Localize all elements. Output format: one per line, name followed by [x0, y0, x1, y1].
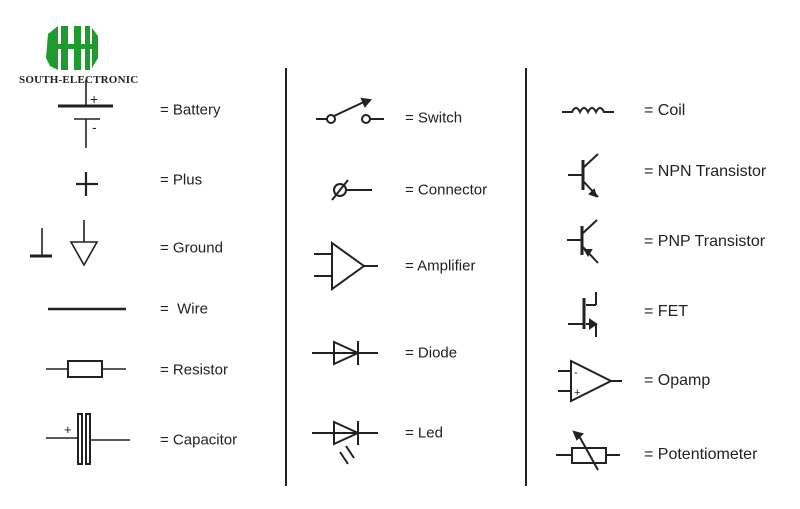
npn-transistor-icon	[568, 153, 599, 198]
svg-text:-: -	[92, 119, 97, 135]
coil-icon	[562, 107, 614, 115]
label-npn-transistor: = NPN Transistor	[644, 163, 767, 180]
label-potentiometer: = Potentiometer	[644, 446, 758, 463]
battery-icon: + -	[58, 80, 113, 148]
fet-icon	[568, 292, 598, 337]
label-resistor: = Resistor	[160, 361, 228, 379]
label-led: = Led	[405, 424, 443, 442]
label-switch: = Switch	[405, 109, 463, 127]
logo-icon	[46, 26, 98, 70]
potentiometer-icon	[556, 430, 620, 471]
label-opamp: = Opamp	[644, 372, 711, 389]
capacitor-icon: +	[46, 413, 130, 465]
label-amplifier: = Amplifier	[405, 257, 476, 275]
label-capacitor: = Capacitor	[160, 431, 238, 449]
plus-icon	[76, 172, 98, 196]
ground-icon	[30, 220, 99, 267]
label-diode: = Diode	[405, 344, 458, 362]
resistor-icon	[46, 360, 126, 378]
label-plus: = Plus	[160, 171, 203, 189]
svg-text:-: -	[574, 367, 578, 379]
switch-icon	[316, 97, 384, 124]
svg-text:+: +	[64, 422, 72, 437]
diode-icon	[312, 340, 378, 366]
label-wire: = Wire	[160, 300, 208, 318]
amplifier-icon	[314, 241, 378, 291]
opamp-icon: - +	[558, 359, 622, 403]
svg-text:+: +	[574, 387, 580, 399]
label-pnp-transistor: = PNP Transistor	[644, 233, 766, 250]
label-coil: = Coil	[644, 102, 686, 119]
label-connector: = Connector	[405, 181, 488, 199]
label-battery: = Battery	[160, 101, 221, 119]
connector-icon	[331, 179, 372, 201]
logo-text: SOUTH-ELECTRONIC	[19, 74, 139, 86]
led-icon	[312, 420, 378, 465]
label-ground: = Ground	[160, 239, 223, 257]
svg-text:+: +	[90, 91, 98, 107]
label-fet: = FET	[644, 303, 689, 320]
pnp-transistor-icon	[567, 219, 599, 264]
